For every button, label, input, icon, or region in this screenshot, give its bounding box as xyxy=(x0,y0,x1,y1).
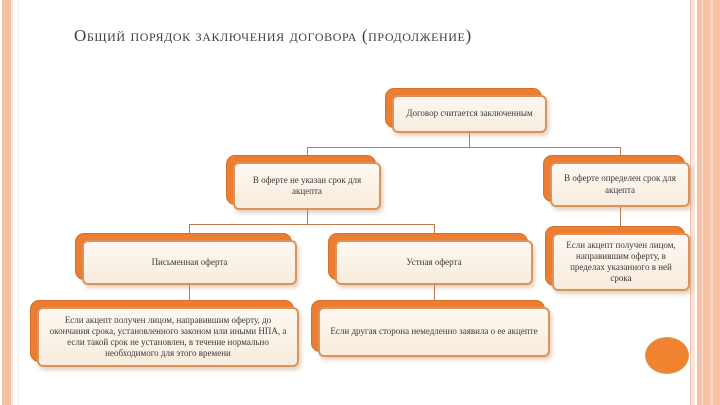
left-border-stripe xyxy=(0,0,22,405)
node-contract-concluded: Договор считается заключенным xyxy=(385,88,547,133)
connector-level3-rail xyxy=(189,224,434,225)
node-written-offer: Письменная оферта xyxy=(75,233,297,285)
accent-ellipse xyxy=(645,337,689,374)
node-accept-within-term-label: Если акцепт получен лицом, направившим о… xyxy=(566,239,676,284)
node-immediate-accept-label: Если другая сторона немедленно заявила о… xyxy=(330,326,538,337)
node-deadline-in-offer: В оферте определен срок для акцепта xyxy=(543,155,690,207)
connector-to-oral xyxy=(434,224,435,240)
node-contract-concluded-label: Договор считается заключенным xyxy=(406,108,533,119)
connector-level2-rail xyxy=(307,147,620,148)
node-accept-before-law-term: Если акцепт получен лицом, направившим о… xyxy=(30,300,299,367)
connector-to-no-deadline xyxy=(307,147,308,162)
connector-root-stem xyxy=(469,133,470,147)
node-oral-offer: Устная оферта xyxy=(328,233,533,285)
node-oral-offer-label: Устная оферта xyxy=(406,256,462,267)
node-deadline-label: В оферте определен срок для акцепта xyxy=(564,173,676,195)
node-accept-within-term: Если акцепт получен лицом, направившим о… xyxy=(545,226,690,291)
node-written-offer-label: Письменная оферта xyxy=(151,256,228,267)
connector-deadline-child xyxy=(620,207,621,233)
connector-to-deadline xyxy=(620,147,621,162)
connector-oral-child xyxy=(434,285,435,307)
node-no-deadline-in-offer: В оферте не указан срок для акцепта xyxy=(226,155,381,210)
right-border-stripe xyxy=(690,0,720,405)
connector-no-deadline-stem xyxy=(307,210,308,224)
node-no-deadline-label: В оферте не указан срок для акцепта xyxy=(252,174,362,196)
node-accept-before-law-term-label: Если акцепт получен лицом, направившим о… xyxy=(49,314,287,359)
slide-title: Общий порядок заключения договора (продо… xyxy=(74,26,472,45)
node-immediate-accept: Если другая сторона немедленно заявила о… xyxy=(311,300,550,357)
connector-written-child xyxy=(189,285,190,307)
connector-to-written xyxy=(189,224,190,240)
